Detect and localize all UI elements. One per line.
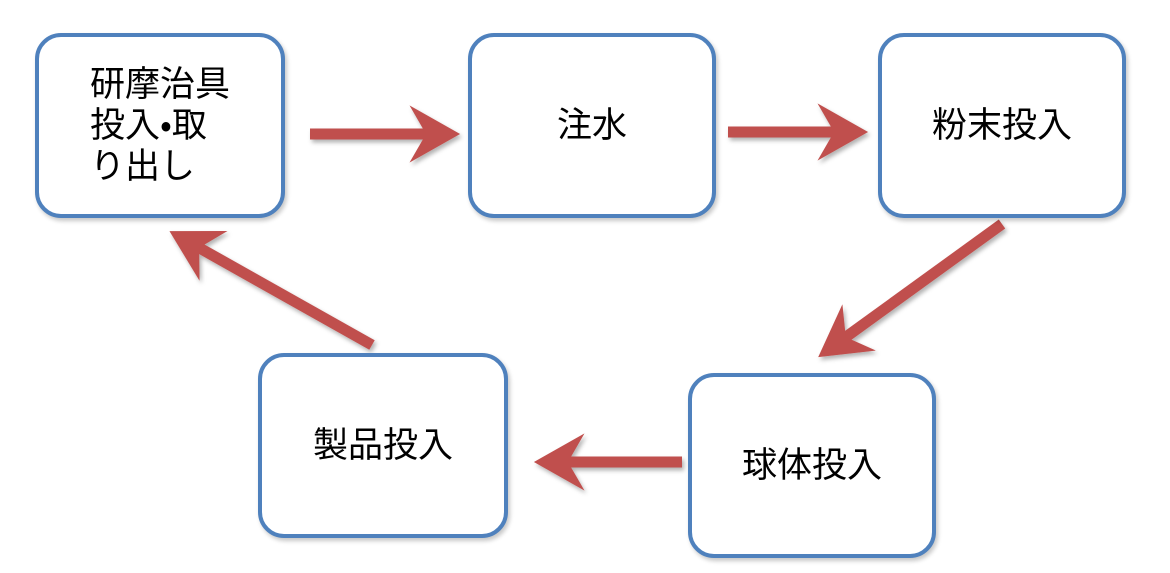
process-node-label: 注水	[556, 105, 627, 145]
process-node-jig-load-unload[interactable]: 研摩治具 投入・取 り出し	[35, 33, 285, 218]
arrow-powder-to-sphere	[818, 219, 1006, 358]
process-node-sphere-input[interactable]: 球体投入	[688, 373, 936, 558]
arrow-product-to-jig	[169, 230, 375, 350]
process-node-label: 製品投入	[312, 425, 453, 465]
process-node-label: 研摩治具 投入・取 り出し	[89, 64, 230, 187]
process-node-label: 球体投入	[741, 445, 882, 485]
process-node-water-injection[interactable]: 注水	[468, 33, 716, 218]
process-node-product-input[interactable]: 製品投入	[258, 353, 508, 538]
process-node-label: 粉末投入	[931, 105, 1072, 145]
process-node-powder-input[interactable]: 粉末投入	[878, 33, 1126, 218]
